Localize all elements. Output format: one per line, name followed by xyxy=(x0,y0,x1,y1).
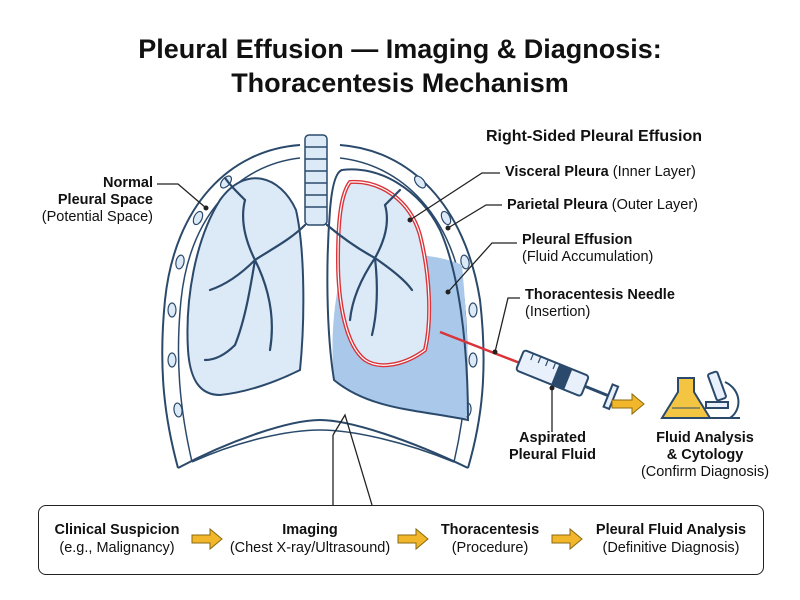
flow-step-clinical: Clinical Suspicion (e.g., Malignancy) xyxy=(42,521,192,557)
leader-needle xyxy=(494,297,520,353)
left-lung xyxy=(186,177,305,397)
label-right-sided: Right-Sided Pleural Effusion xyxy=(486,128,702,145)
label-aspirated-line1: Aspirated xyxy=(519,430,586,446)
right-lung xyxy=(335,179,432,368)
rib-cage-left xyxy=(161,144,301,469)
label-visceral: Visceral Pleura (Inner Layer) xyxy=(505,164,696,181)
leader-visceral xyxy=(409,172,500,221)
title-line-2: Thoracentesis Mechanism xyxy=(231,68,569,98)
flow-arrow-2 xyxy=(397,527,429,551)
diaphragm xyxy=(177,418,469,469)
label-aspirated: Aspirated Pleural Fluid xyxy=(495,430,610,464)
rib-cage-right xyxy=(339,144,485,469)
label-needle: Thoracentesis Needle (Insertion) xyxy=(525,287,675,321)
flow-step-imaging-title: Imaging xyxy=(282,522,338,538)
leader-normal xyxy=(157,183,207,209)
label-analysis-line1: Fluid Analysis xyxy=(656,430,754,446)
label-effusion: Pleural Effusion (Fluid Accumulation) xyxy=(522,232,653,266)
label-normal-pleural: Normal Pleural Space (Potential Space) xyxy=(20,175,153,226)
flask-icon xyxy=(660,377,712,419)
flow-step-analysis-title: Pleural Fluid Analysis xyxy=(595,522,747,538)
trachea xyxy=(304,134,328,226)
label-aspirated-line2: Pleural Fluid xyxy=(508,447,596,463)
microscope-icon xyxy=(705,370,740,419)
page-title: Pleural Effusion — Imaging & Diagnosis: … xyxy=(0,32,800,100)
flow-step-imaging: Imaging (Chest X-ray/Ultrasound) xyxy=(222,521,398,557)
flow-step-thoracentesis-sub: (Procedure) xyxy=(451,540,529,556)
flow-step-clinical-sub: (e.g., Malignancy) xyxy=(59,540,175,556)
diagnosis-flow-box xyxy=(38,505,764,575)
left-bronchi xyxy=(203,176,307,362)
label-parietal: Parietal Pleura (Outer Layer) xyxy=(507,197,698,214)
label-analysis: Fluid Analysis & Cytology (Confirm Diagn… xyxy=(630,430,780,481)
flow-step-analysis: Pleural Fluid Analysis (Definitive Diagn… xyxy=(582,521,760,557)
label-analysis-line2: & Cytology xyxy=(666,447,744,463)
flow-step-imaging-sub: (Chest X-ray/Ultrasound) xyxy=(229,540,391,556)
label-normal-line2: Pleural Space xyxy=(57,192,153,208)
flow-step-analysis-sub: (Definitive Diagnosis) xyxy=(602,540,740,556)
label-needle-sub: (Insertion) xyxy=(525,304,591,320)
right-bronchi xyxy=(325,188,414,337)
label-normal-line1: Normal xyxy=(103,175,153,191)
label-normal-sub: (Potential Space) xyxy=(41,209,153,225)
analysis-arrow xyxy=(611,392,645,416)
leader-effusion xyxy=(447,242,517,293)
label-needle-title: Thoracentesis Needle xyxy=(525,287,675,303)
label-effusion-title: Pleural Effusion xyxy=(522,232,633,248)
title-line-1: Pleural Effusion — Imaging & Diagnosis: xyxy=(138,34,662,64)
flow-arrow-1 xyxy=(191,527,223,551)
label-parietal-sub: (Outer Layer) xyxy=(611,197,699,213)
flow-step-clinical-title: Clinical Suspicion xyxy=(54,522,180,538)
flow-step-thoracentesis-title: Thoracentesis xyxy=(440,522,540,538)
leader-parietal xyxy=(447,204,502,229)
right-pleural-cavity xyxy=(326,168,470,422)
label-right-sided-text: Right-Sided Pleural Effusion xyxy=(486,128,703,145)
label-visceral-sub: (Inner Layer) xyxy=(612,164,696,180)
thoracentesis-needle-icon xyxy=(439,330,620,411)
flow-step-thoracentesis: Thoracentesis (Procedure) xyxy=(428,521,552,557)
flow-connector xyxy=(332,413,373,506)
label-parietal-title: Parietal Pleura xyxy=(507,197,608,213)
label-analysis-sub: (Confirm Diagnosis) xyxy=(640,464,770,480)
flow-arrow-3 xyxy=(551,527,583,551)
label-effusion-sub: (Fluid Accumulation) xyxy=(522,249,654,265)
label-visceral-title: Visceral Pleura xyxy=(505,164,609,180)
